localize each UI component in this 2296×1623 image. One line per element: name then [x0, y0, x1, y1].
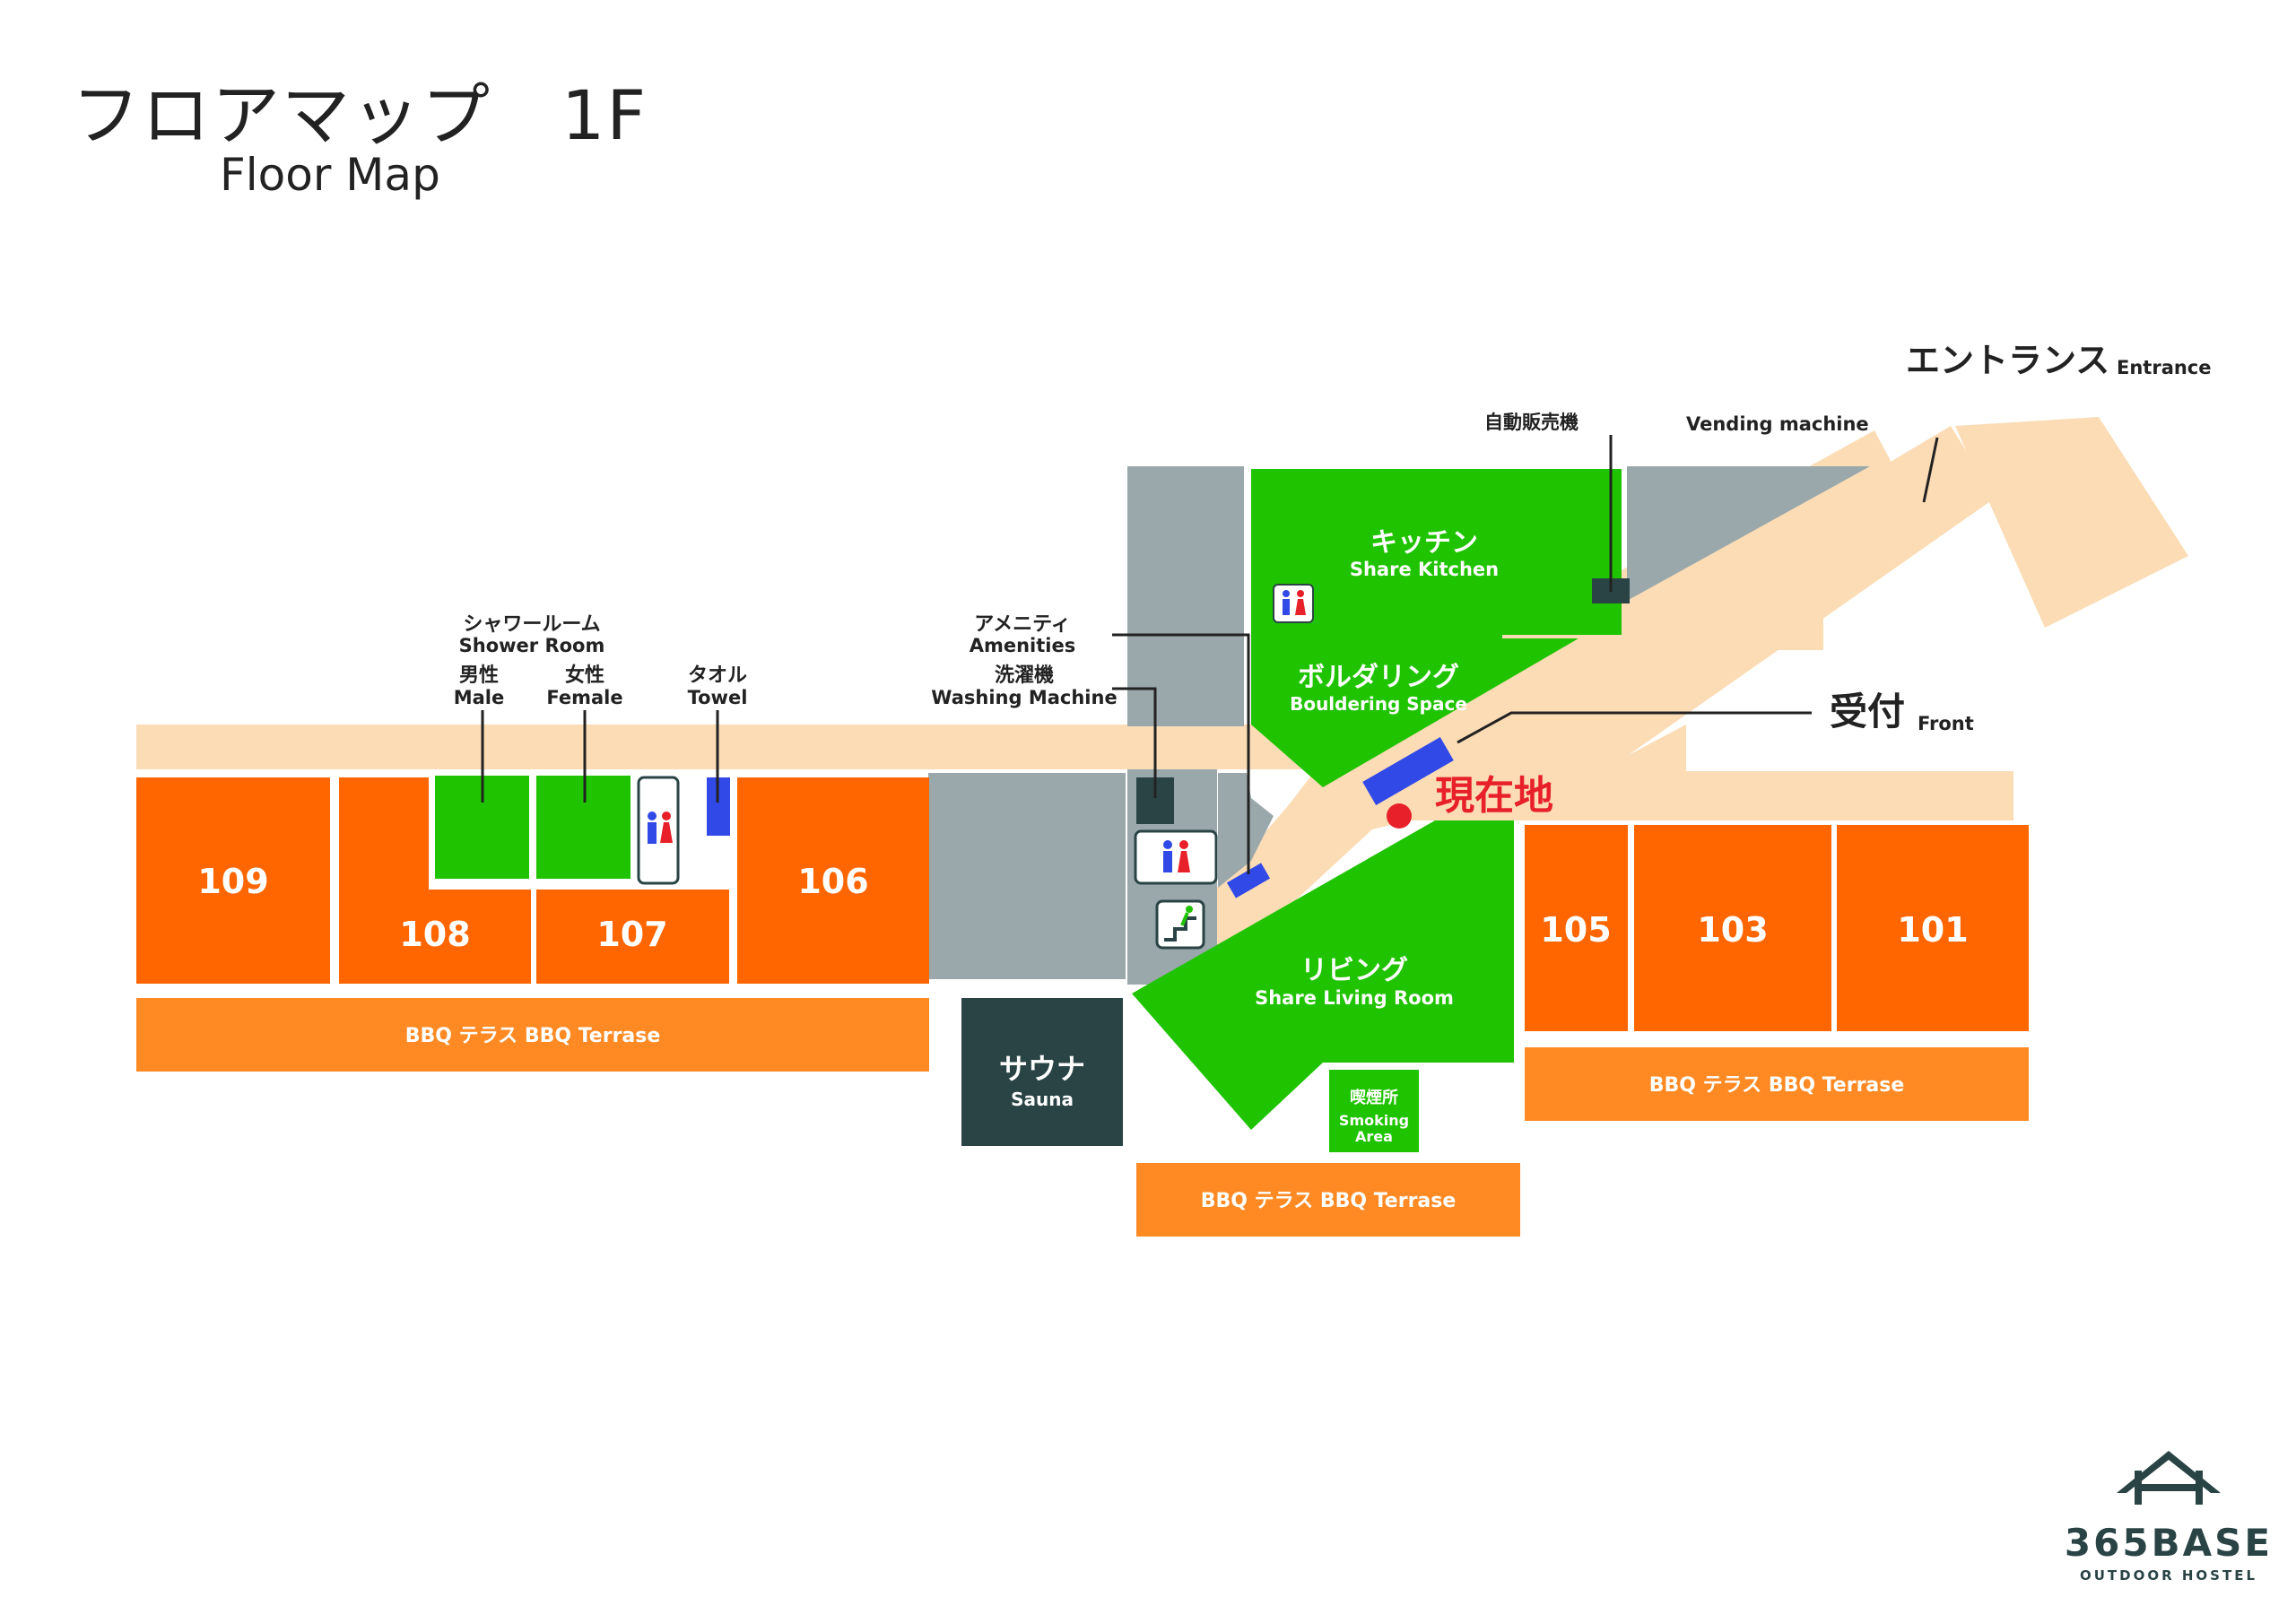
smoking-label-ja: 喫煙所: [1350, 1088, 1398, 1107]
bbq-terrace-center-label: BBQ テラス BBQ Terrase: [1201, 1190, 1457, 1212]
amenities-label-en: Amenities: [970, 635, 1076, 656]
front-label-en: Front: [1918, 713, 1974, 734]
vending-label-en: Vending machine: [1686, 413, 1869, 435]
smoking-label-en2: Area: [1355, 1128, 1393, 1145]
towel-label-en: Towel: [688, 687, 748, 708]
amenities-shelf[interactable]: [1226, 863, 1271, 898]
west-corridor: [136, 725, 1392, 769]
room-103-label: 103: [1697, 910, 1768, 950]
east-corridor-joint: [1595, 725, 1686, 773]
washing-label-en: Washing Machine: [931, 687, 1117, 708]
service-areas: [928, 466, 1870, 985]
sauna-area[interactable]: [961, 998, 1123, 1146]
bbq-terrace-right[interactable]: [1525, 1047, 2029, 1121]
logo-subtitle: OUTDOOR HOSTEL: [2080, 1567, 2257, 1584]
smoking-area[interactable]: [1329, 1070, 1419, 1152]
towel-label-ja: タオル: [688, 664, 747, 687]
smoking-label-en1: Smoking: [1339, 1112, 1409, 1129]
leader-lines: [481, 435, 1939, 874]
map-subtitle: Floor Map: [220, 149, 440, 201]
bbq-terrace-left[interactable]: [136, 998, 929, 1072]
living-label-en: Share Living Room: [1255, 987, 1454, 1009]
bouldering-label-en: Bouldering Space: [1290, 693, 1467, 715]
shower-label-ja: シャワールーム: [463, 613, 600, 636]
emergency-exit-icon: [1155, 899, 1205, 950]
gray-block-north: [1627, 466, 1870, 601]
amenities-label-ja: アメニティ: [974, 613, 1071, 636]
sauna-label-ja: サウナ: [999, 1052, 1085, 1086]
room-101[interactable]: [1837, 825, 2029, 1031]
restroom-icon: [1134, 829, 1218, 885]
gray-column-north: [1127, 466, 1244, 726]
male-label-en: Male: [454, 687, 505, 708]
bbq-terrace-right-label: BBQ テラス BBQ Terrase: [1649, 1074, 1905, 1097]
room-109[interactable]: [136, 777, 330, 984]
shower-label-en: Shower Room: [459, 635, 605, 656]
room-107[interactable]: [536, 890, 729, 984]
living-area[interactable]: [1132, 820, 1514, 1130]
room-107-label: 107: [596, 915, 667, 954]
restroom-icon: [1273, 584, 1314, 623]
bbq-terrace-center[interactable]: [1136, 1163, 1520, 1237]
front-leader: [1457, 711, 1812, 744]
room-106-label: 106: [797, 862, 868, 901]
room-108-label: 108: [399, 915, 470, 954]
room-105-label: 105: [1540, 910, 1611, 950]
logo-roof-icon: [2117, 1451, 2221, 1493]
living-label-ja: リビング: [1300, 955, 1408, 986]
entrance-label-en: Entrance: [2117, 357, 2212, 378]
female-label-ja: 女性: [565, 664, 604, 687]
room-101-label: 101: [1897, 910, 1968, 950]
vending-label-ja: 自動販売機: [1484, 412, 1578, 433]
gray-sliver: [1218, 773, 1274, 888]
male-label-ja: 男性: [459, 664, 499, 687]
entrance-label-ja: エントランス: [1906, 341, 2109, 380]
female-label-en: Female: [546, 687, 622, 708]
front-label-ja: 受付: [1830, 690, 1905, 733]
common-spaces: [435, 469, 1622, 1152]
bouldering-area[interactable]: [1251, 638, 1578, 787]
brand-logo: 365BASE OUTDOOR HOSTEL: [2065, 1451, 2273, 1584]
room-106[interactable]: [737, 777, 929, 984]
kitchen-label-ja: キッチン: [1370, 527, 1478, 559]
terraces: [136, 998, 2029, 1237]
sauna-label-en: Sauna: [1011, 1089, 1074, 1110]
guest-rooms: [136, 777, 2029, 1031]
bbq-terrace-left-label: BBQ テラス BBQ Terrase: [405, 1025, 661, 1047]
gray-block-west: [928, 773, 1126, 979]
front-desk[interactable]: [1362, 737, 1454, 805]
kitchen-label-en: Share Kitchen: [1350, 559, 1499, 580]
entrance-plaza: [1955, 417, 2188, 628]
logo-name: 365BASE: [2065, 1521, 2273, 1565]
room-109-label: 109: [197, 862, 268, 901]
washing-leader: [1112, 687, 1157, 798]
current-location-label: 現在地: [1435, 773, 1553, 819]
restroom-icon: [637, 776, 680, 885]
map-title: フロアマップ 1F: [72, 75, 648, 155]
room-105[interactable]: [1525, 825, 1628, 1031]
east-corridor: [1363, 771, 2013, 820]
location-dot-icon: [1387, 803, 1412, 829]
bouldering-label-ja: ボルダリング: [1298, 662, 1459, 693]
room-108[interactable]: [339, 777, 531, 984]
kitchen-ledge: [1251, 635, 1502, 639]
entrance-leader: [1922, 437, 1939, 503]
washing-label-ja: 洗濯機: [995, 664, 1054, 687]
room-103[interactable]: [1634, 825, 1831, 1031]
amenities-leader: [1112, 633, 1250, 874]
